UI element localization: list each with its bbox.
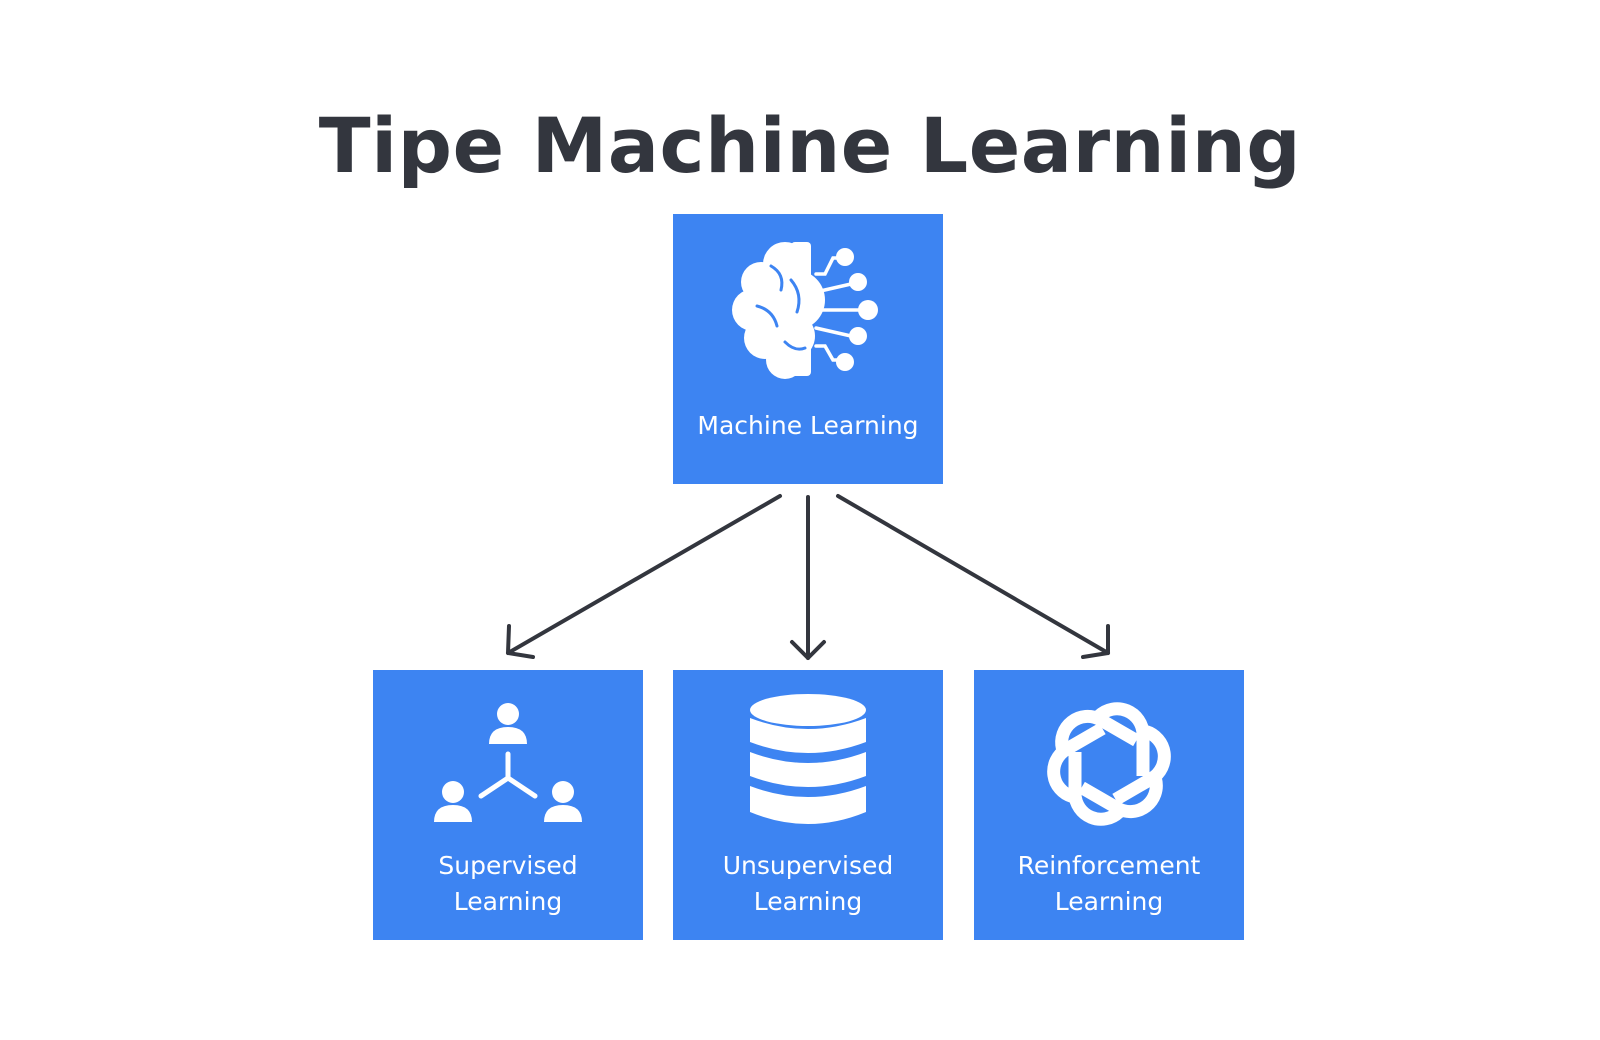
diagram-title: Tipe Machine Learning <box>318 101 1302 190</box>
supervised-learning-label: Supervised Learning <box>373 848 643 920</box>
network-people-icon <box>434 703 582 822</box>
label-line-2: Learning <box>753 887 863 916</box>
supervised-learning-box: Supervised Learning <box>373 670 643 940</box>
database-icon <box>750 694 866 824</box>
arrow-to-unsupervised <box>790 495 826 660</box>
unsupervised-learning-box: Unsupervised Learning <box>673 670 943 940</box>
label-line-1: Unsupervised <box>722 851 894 880</box>
unsupervised-learning-label: Unsupervised Learning <box>673 848 943 920</box>
machine-learning-box: Machine Learning <box>673 214 943 484</box>
arrow-to-reinforcement <box>836 494 1110 659</box>
reinforcement-learning-box: Reinforcement Learning <box>974 670 1244 940</box>
reinforcement-learning-label: Reinforcement Learning <box>974 848 1244 920</box>
knot-icon <box>1047 702 1171 826</box>
machine-learning-label: Machine Learning <box>697 411 919 440</box>
brain-circuit-icon <box>732 242 878 379</box>
label-line-1: Reinforcement <box>1017 851 1201 880</box>
label-line-1: Supervised <box>438 851 578 880</box>
label-line-2: Learning <box>1054 887 1164 916</box>
arrow-to-supervised <box>506 494 782 659</box>
label-line-2: Learning <box>453 887 563 916</box>
